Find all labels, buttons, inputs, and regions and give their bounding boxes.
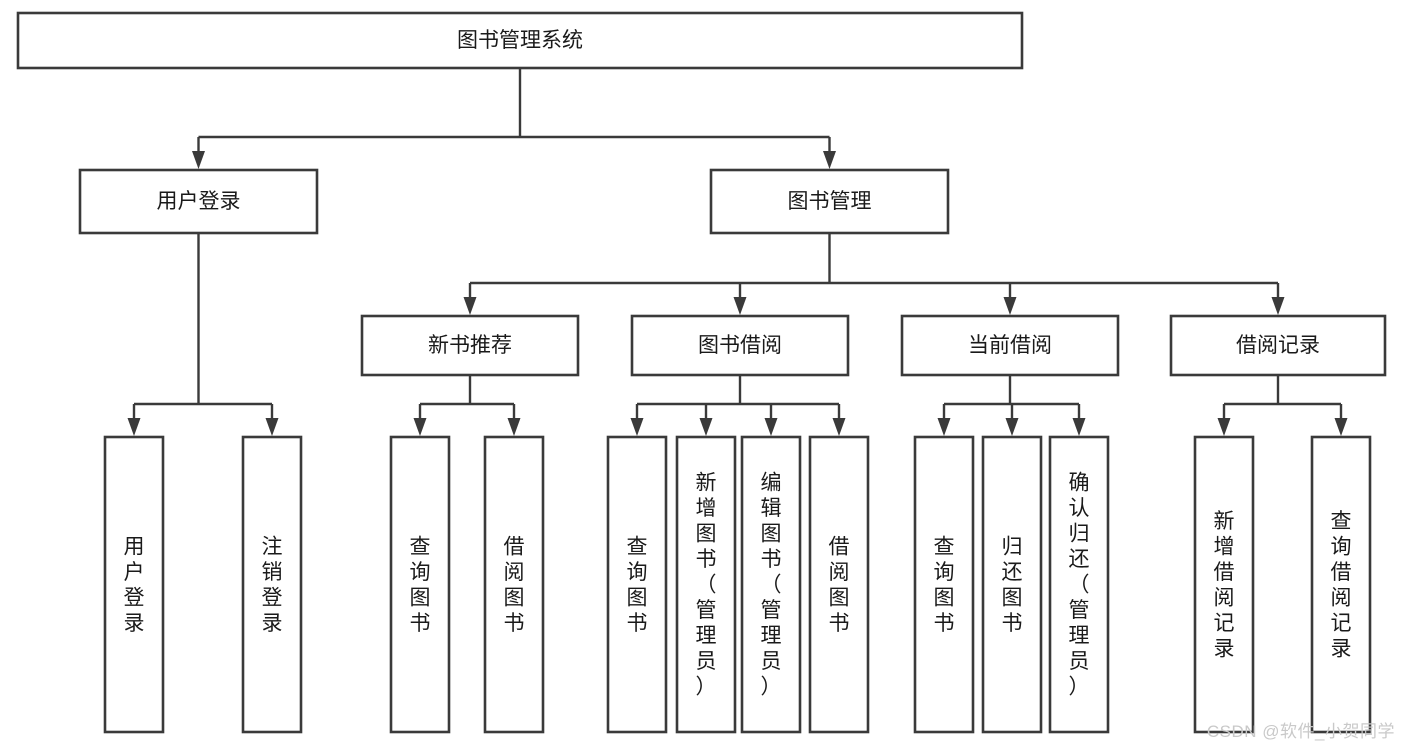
node-box-leaf-add-record	[1193, 435, 1255, 734]
edges-layer	[127, 68, 1348, 436]
arrow-head-leaf-add-record	[1217, 418, 1231, 436]
node-label-leaf-borrow-book-2: 借阅图书	[829, 535, 850, 635]
arrow-head-leaf-add-book	[699, 418, 713, 436]
node-leaf-confirm-return[interactable]: 确认归还（管理员）	[1048, 435, 1110, 734]
node-label-leaf-query-book-3: 查询图书	[934, 535, 955, 635]
arrow-head-leaf-edit-book	[764, 418, 778, 436]
node-label-new-book-rec: 新书推荐	[428, 334, 512, 357]
arrow-head-leaf-query-book-1	[413, 418, 427, 436]
arrow-head-leaf-query-book-3	[937, 418, 951, 436]
nodes-layer: 图书管理系统用户登录图书管理新书推荐图书借阅当前借阅借阅记录用户登录注销登录查询…	[16, 11, 1387, 734]
node-leaf-borrow-book-2[interactable]: 借阅图书	[808, 435, 870, 734]
node-label-current-borrow: 当前借阅	[968, 334, 1052, 357]
node-leaf-user-login[interactable]: 用户登录	[103, 435, 165, 734]
arrow-head-leaf-borrow-book-2	[832, 418, 846, 436]
node-label-leaf-borrow-book-1: 借阅图书	[504, 535, 525, 635]
node-box-new-book-rec	[360, 314, 580, 377]
arrow-head-leaf-confirm-return	[1072, 418, 1086, 436]
node-current-borrow[interactable]: 当前借阅	[900, 314, 1120, 377]
node-label-leaf-confirm-return: 确认归还（管理员）	[1069, 472, 1090, 699]
node-book-borrow[interactable]: 图书借阅	[630, 314, 850, 377]
node-box-user-login	[78, 168, 319, 235]
node-box-borrow-record	[1169, 314, 1387, 377]
node-leaf-logout[interactable]: 注销登录	[241, 435, 303, 734]
arrow-head-user-login	[192, 151, 205, 169]
node-label-leaf-query-book-2: 查询图书	[627, 535, 648, 635]
arrow-head-borrow-record	[1271, 297, 1285, 315]
arrow-head-book-borrow	[733, 297, 747, 315]
node-leaf-add-record[interactable]: 新增借阅记录	[1193, 435, 1255, 734]
node-label-borrow-record: 借阅记录	[1236, 334, 1320, 357]
node-label-user-login: 用户登录	[157, 190, 241, 213]
node-box-leaf-query-book-3	[913, 435, 975, 734]
node-label-book-manage: 图书管理	[788, 190, 872, 213]
node-box-leaf-confirm-return	[1048, 435, 1110, 734]
node-user-login[interactable]: 用户登录	[78, 168, 319, 235]
node-box-leaf-query-record	[1310, 435, 1372, 734]
node-box-leaf-query-book-1	[389, 435, 451, 734]
node-label-book-borrow: 图书借阅	[698, 334, 782, 357]
node-box-current-borrow	[900, 314, 1120, 377]
arrow-head-leaf-borrow-book-1	[507, 418, 521, 436]
node-label-leaf-add-book: 新增图书（管理员）	[696, 472, 717, 699]
node-box-leaf-logout	[241, 435, 303, 734]
node-leaf-return-book[interactable]: 归还图书	[981, 435, 1043, 734]
node-leaf-query-record[interactable]: 查询借阅记录	[1310, 435, 1372, 734]
arrow-head-leaf-return-book	[1005, 418, 1019, 436]
arrow-head-leaf-query-record	[1334, 418, 1348, 436]
arrow-head-current-borrow	[1003, 297, 1017, 315]
node-borrow-record[interactable]: 借阅记录	[1169, 314, 1387, 377]
node-box-leaf-add-book	[675, 435, 737, 734]
node-box-leaf-user-login	[103, 435, 165, 734]
node-box-leaf-query-book-2	[606, 435, 668, 734]
node-label-leaf-add-record: 新增借阅记录	[1214, 510, 1235, 661]
node-box-root	[16, 11, 1024, 70]
arrow-head-new-book-rec	[463, 297, 477, 315]
arrow-head-leaf-user-login	[127, 418, 141, 436]
node-label-leaf-edit-book: 编辑图书（管理员）	[761, 472, 782, 699]
node-box-book-manage	[709, 168, 950, 235]
node-leaf-query-book-3[interactable]: 查询图书	[913, 435, 975, 734]
arrow-head-book-manage	[823, 151, 836, 169]
node-label-leaf-user-login: 用户登录	[124, 535, 145, 635]
node-label-leaf-query-book-1: 查询图书	[410, 535, 431, 635]
node-root[interactable]: 图书管理系统	[16, 11, 1024, 70]
arrow-head-leaf-query-book-2	[630, 418, 644, 436]
arrow-head-leaf-logout	[265, 418, 279, 436]
node-leaf-query-book-1[interactable]: 查询图书	[389, 435, 451, 734]
node-leaf-edit-book[interactable]: 编辑图书（管理员）	[740, 435, 802, 734]
node-label-root: 图书管理系统	[457, 29, 583, 52]
node-leaf-add-book[interactable]: 新增图书（管理员）	[675, 435, 737, 734]
node-new-book-rec[interactable]: 新书推荐	[360, 314, 580, 377]
node-leaf-query-book-2[interactable]: 查询图书	[606, 435, 668, 734]
node-label-leaf-logout: 注销登录	[262, 535, 283, 635]
node-box-leaf-return-book	[981, 435, 1043, 734]
node-label-leaf-query-record: 查询借阅记录	[1331, 510, 1352, 661]
node-box-leaf-borrow-book-2	[808, 435, 870, 734]
node-box-leaf-edit-book	[740, 435, 802, 734]
node-book-manage[interactable]: 图书管理	[709, 168, 950, 235]
node-box-book-borrow	[630, 314, 850, 377]
node-leaf-borrow-book-1[interactable]: 借阅图书	[483, 435, 545, 734]
node-label-leaf-return-book: 归还图书	[1002, 535, 1023, 635]
node-box-leaf-borrow-book-1	[483, 435, 545, 734]
